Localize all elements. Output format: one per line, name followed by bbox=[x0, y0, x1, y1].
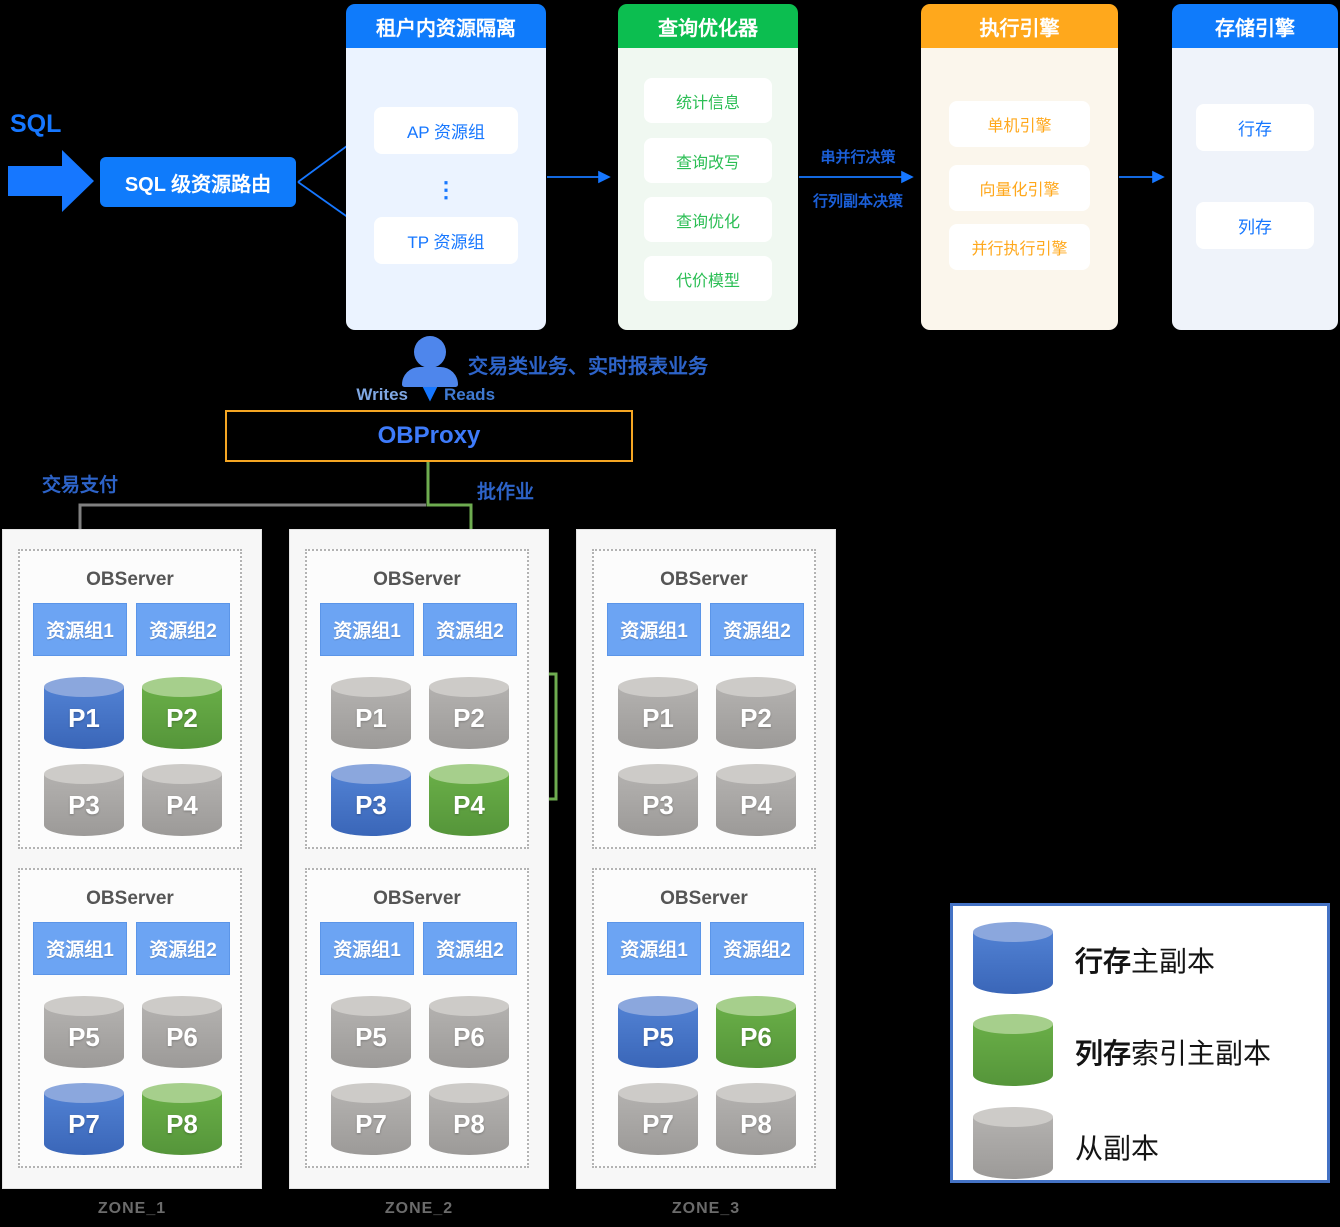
obproxy-box: OBProxy bbox=[225, 410, 633, 462]
resource-group-2: 资源组2 bbox=[710, 922, 804, 975]
panel-body: 行存 列存 bbox=[1172, 48, 1338, 330]
branch-label-batch-job: 批作业 bbox=[477, 482, 535, 503]
partition-cylinder: P3 bbox=[44, 764, 124, 836]
engine-item: 向量化引擎 bbox=[949, 165, 1090, 211]
optimizer-item: 查询优化 bbox=[644, 197, 772, 242]
ap-resource-group-item: AP 资源组 bbox=[374, 107, 518, 154]
resource-group-2: 资源组2 bbox=[710, 603, 804, 656]
partition-cylinder: P1 bbox=[331, 677, 411, 749]
partition-cylinder: P3 bbox=[331, 764, 411, 836]
partition-cylinder: P2 bbox=[142, 677, 222, 749]
edge-label-row-col-replica: 行列副本决策 bbox=[812, 193, 903, 210]
sql-resource-router-box: SQL 级资源路由 bbox=[100, 157, 296, 207]
panel-title: 存储引擎 bbox=[1172, 4, 1338, 48]
sql-label: SQL bbox=[10, 110, 62, 138]
partition-cylinder: P5 bbox=[618, 996, 698, 1068]
resource-group-1: 资源组1 bbox=[607, 922, 701, 975]
zone-label: ZONE_3 bbox=[671, 1200, 741, 1217]
legend-col-primary-label: 列存索引主副本 bbox=[1075, 1038, 1272, 1069]
ellipsis-dots: ⋮ bbox=[435, 177, 457, 202]
resource-group-2: 资源组2 bbox=[136, 922, 230, 975]
observer-box: OBServer 资源组1 资源组2 P1 P2 P3 P4 bbox=[305, 549, 529, 849]
partition-cylinder: P7 bbox=[618, 1083, 698, 1155]
sql-input-arrow bbox=[8, 150, 94, 212]
resource-group-1: 资源组1 bbox=[320, 603, 414, 656]
partition-cylinder: P3 bbox=[618, 764, 698, 836]
optimizer-item: 查询改写 bbox=[644, 138, 772, 183]
zone-2: OBServer 资源组1 资源组2 P1 P2 P3 P4 OBServer … bbox=[289, 529, 549, 1217]
partition-cylinder: P8 bbox=[429, 1083, 509, 1155]
partition-cylinder: P1 bbox=[618, 677, 698, 749]
observer-title: OBServer bbox=[373, 888, 461, 909]
legend-row-primary-cylinder bbox=[973, 922, 1053, 994]
resource-group-1: 资源组1 bbox=[33, 922, 127, 975]
panel-title: 租户内资源隔离 bbox=[346, 4, 546, 48]
observer-title: OBServer bbox=[660, 569, 748, 590]
legend: 行存主副本 列存索引主副本 从副本 bbox=[950, 903, 1330, 1183]
partition-cylinder: P8 bbox=[716, 1083, 796, 1155]
partition-cylinder: P7 bbox=[331, 1083, 411, 1155]
legend-col-primary-cylinder bbox=[973, 1014, 1053, 1086]
reads-label: Reads bbox=[444, 385, 496, 404]
storage-item-columnstore: 列存 bbox=[1196, 202, 1314, 249]
user-icon bbox=[414, 336, 446, 368]
partition-cylinder: P6 bbox=[429, 996, 509, 1068]
observer-box: OBServer 资源组1 资源组2 P1 P2 P3 P4 bbox=[592, 549, 816, 849]
panel-body: AP 资源组 ⋮ TP 资源组 bbox=[346, 48, 546, 330]
optimizer-item: 统计信息 bbox=[644, 78, 772, 123]
writes-label: Writes bbox=[356, 385, 408, 404]
panel-execution-engine: 执行引擎 单机引擎 向量化引擎 并行执行引擎 bbox=[921, 4, 1118, 330]
zone-label: ZONE_1 bbox=[97, 1200, 167, 1217]
observer-title: OBServer bbox=[660, 888, 748, 909]
partition-cylinder: P4 bbox=[142, 764, 222, 836]
partition-cylinder: P6 bbox=[716, 996, 796, 1068]
partition-cylinder: P1 bbox=[44, 677, 124, 749]
observer-box: OBServer 资源组1 资源组2 P5 P6 P7 P8 bbox=[305, 868, 529, 1168]
edge-label-serial-parallel: 串并行决策 bbox=[820, 149, 896, 166]
panel-body: 统计信息 查询改写 查询优化 代价模型 bbox=[618, 48, 798, 330]
panel-body: 单机引擎 向量化引擎 并行执行引擎 bbox=[921, 48, 1118, 330]
panel-storage-engine: 存储引擎 行存 列存 bbox=[1172, 4, 1338, 330]
observer-box: OBServer 资源组1 资源组2 P1 P2 P3 P4 bbox=[18, 549, 242, 849]
optimizer-item: 代价模型 bbox=[644, 256, 772, 301]
partition-cylinder: P6 bbox=[142, 996, 222, 1068]
partition-cylinder: P5 bbox=[44, 996, 124, 1068]
partition-cylinder: P4 bbox=[716, 764, 796, 836]
partition-cylinder: P4 bbox=[429, 764, 509, 836]
zone-3: OBServer 资源组1 资源组2 P1 P2 P3 P4 OBServer … bbox=[576, 529, 836, 1217]
observer-box: OBServer 资源组1 资源组2 P5 P6 P7 P8 bbox=[18, 868, 242, 1168]
partition-cylinder: P2 bbox=[429, 677, 509, 749]
user-icon-body bbox=[402, 367, 458, 387]
observer-title: OBServer bbox=[86, 569, 174, 590]
observer-title: OBServer bbox=[86, 888, 174, 909]
observer-box: OBServer 资源组1 资源组2 P5 P6 P7 P8 bbox=[592, 868, 816, 1168]
engine-item: 单机引擎 bbox=[949, 101, 1090, 147]
resource-group-2: 资源组2 bbox=[136, 603, 230, 656]
branch-label-trade-payment: 交易支付 bbox=[42, 475, 119, 496]
legend-row-primary-label: 行存主副本 bbox=[1075, 946, 1216, 977]
storage-item-rowstore: 行存 bbox=[1196, 104, 1314, 151]
resource-group-1: 资源组1 bbox=[607, 603, 701, 656]
observer-title: OBServer bbox=[373, 569, 461, 590]
resource-group-2: 资源组2 bbox=[423, 603, 517, 656]
panel-title: 查询优化器 bbox=[618, 4, 798, 48]
partition-cylinder: P7 bbox=[44, 1083, 124, 1155]
partition-cylinder: P2 bbox=[716, 677, 796, 749]
legend-replica-label: 从副本 bbox=[1075, 1133, 1160, 1164]
zone-1: OBServer 资源组1 资源组2 P1 P2 P3 P4 OBServer … bbox=[2, 529, 262, 1217]
resource-group-2: 资源组2 bbox=[423, 922, 517, 975]
legend-replica-cylinder bbox=[973, 1107, 1053, 1179]
zone-label: ZONE_2 bbox=[384, 1200, 454, 1217]
panel-title: 执行引擎 bbox=[921, 4, 1118, 48]
engine-item: 并行执行引擎 bbox=[949, 224, 1090, 270]
panel-tenant-resource-isolation: 租户内资源隔离 AP 资源组 ⋮ TP 资源组 bbox=[346, 4, 546, 330]
workload-label: 交易类业务、实时报表业务 bbox=[468, 356, 708, 378]
resource-group-1: 资源组1 bbox=[33, 603, 127, 656]
panel-query-optimizer: 查询优化器 统计信息 查询改写 查询优化 代价模型 bbox=[618, 4, 798, 330]
partition-cylinder: P5 bbox=[331, 996, 411, 1068]
tp-resource-group-item: TP 资源组 bbox=[374, 217, 518, 264]
resource-group-1: 资源组1 bbox=[320, 922, 414, 975]
partition-cylinder: P8 bbox=[142, 1083, 222, 1155]
